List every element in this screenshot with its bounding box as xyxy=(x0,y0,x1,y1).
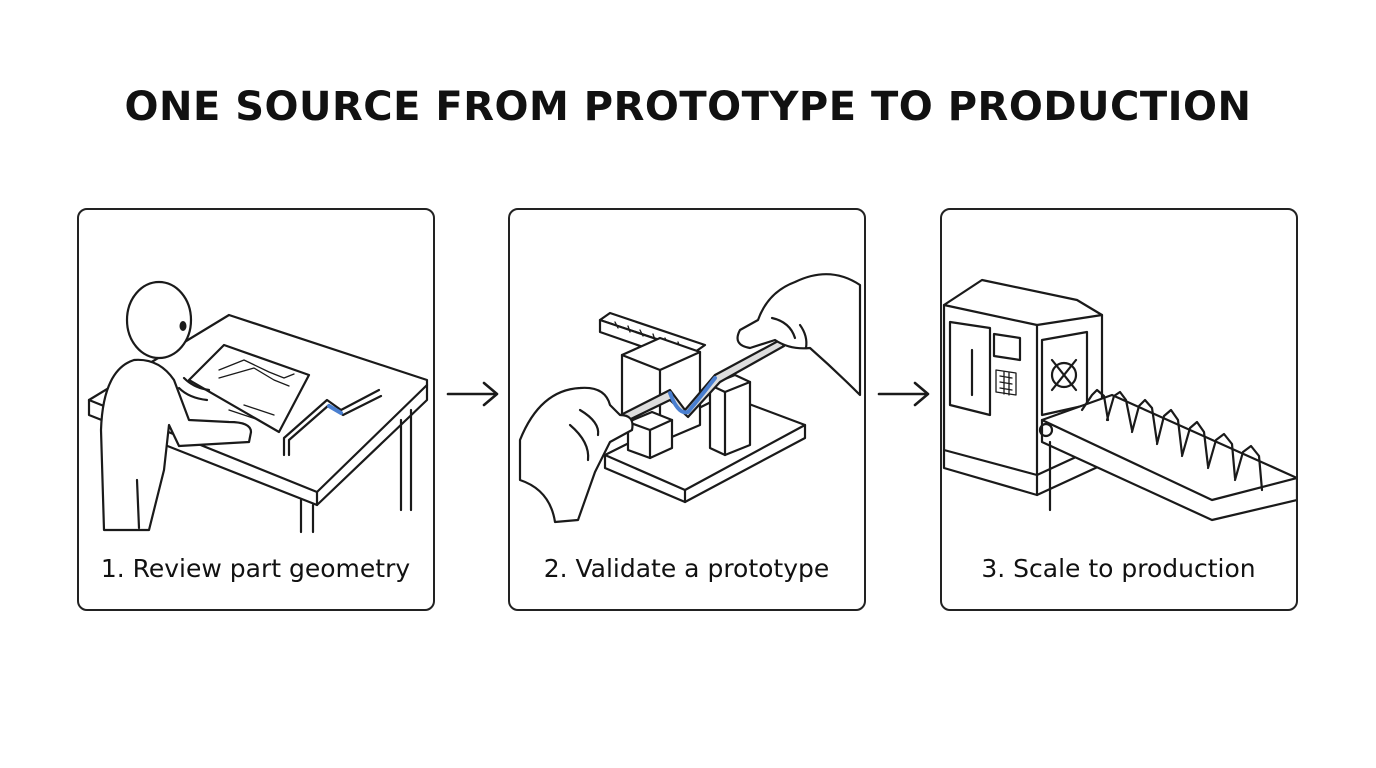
arrow-right-icon xyxy=(877,381,930,407)
step-panel-validate: 2. Validate a prototype xyxy=(508,208,866,611)
step-panel-scale: 3. Scale to production xyxy=(940,208,1298,611)
step-caption: 3. Scale to production xyxy=(981,554,1256,583)
step-caption: 1. Review part geometry xyxy=(100,554,411,583)
hands-testing-prototype-icon xyxy=(518,273,862,524)
step-caption: 2. Validate a prototype xyxy=(543,554,830,583)
page-title: ONE SOURCE FROM PROTOTYPE TO PRODUCTION xyxy=(124,84,1252,130)
engineer-reviewing-drawing-icon xyxy=(87,280,429,534)
arrow-right-icon xyxy=(446,381,499,407)
step-panel-review: 1. Review part geometry xyxy=(77,208,435,611)
cnc-machine-conveyor-icon xyxy=(942,278,1296,522)
